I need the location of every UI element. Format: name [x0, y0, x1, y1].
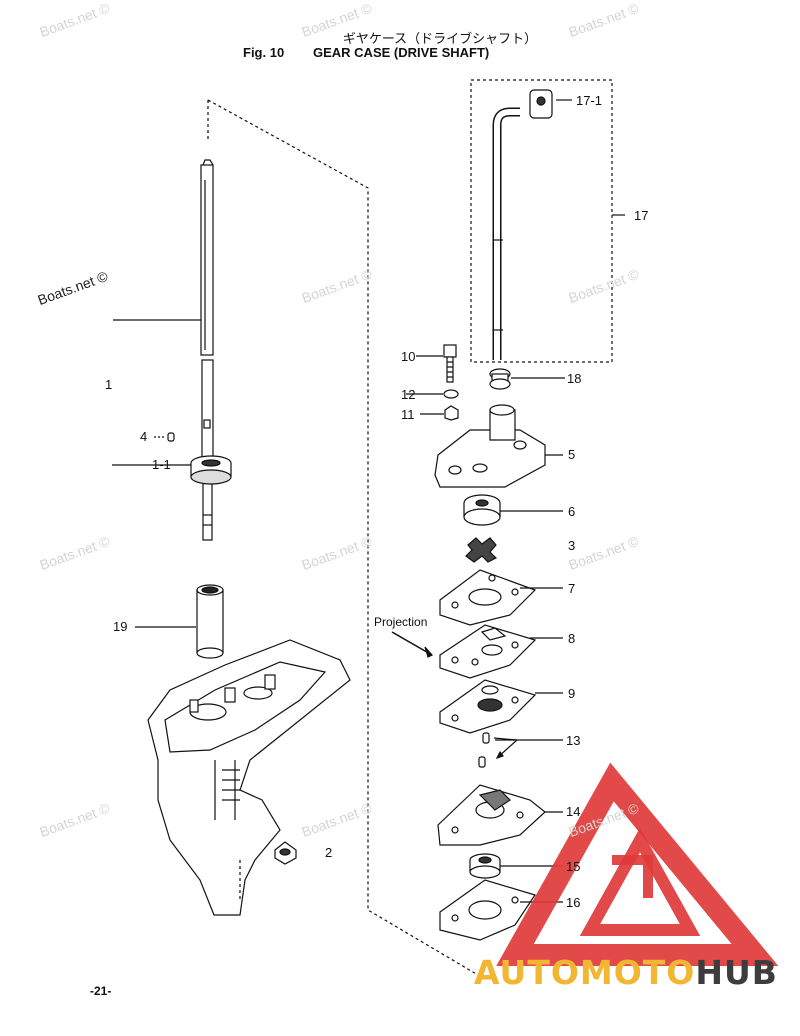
- callout-9: 9: [568, 686, 576, 701]
- gasket-9: [439, 679, 537, 734]
- callout-1-1: 1-1: [152, 457, 171, 472]
- callout-14: 14: [566, 804, 581, 819]
- washer-12: [443, 389, 459, 399]
- logo-text-hub: HUB: [695, 953, 778, 992]
- impeller-3: [465, 537, 498, 563]
- callout-17-1: 17-1: [576, 93, 603, 108]
- callout-19: 19: [113, 619, 128, 634]
- outer-plate-8: [439, 624, 537, 679]
- oil-seal-15: [469, 853, 501, 879]
- callout-15: 15: [566, 859, 581, 874]
- callout-7: 7: [568, 581, 576, 596]
- tube-19: [196, 584, 224, 659]
- grommet-17-1: [529, 89, 553, 119]
- projection-annotation: Projection: [374, 615, 428, 629]
- gasket-7: [439, 569, 537, 626]
- callout-18: 18: [567, 371, 582, 386]
- insert-cartridge-6: [463, 494, 501, 526]
- gear-case-housing: [147, 639, 351, 916]
- callout-13: 13: [566, 733, 581, 748]
- callout-12: 12: [401, 387, 416, 402]
- automotohub-logo-text: AUTOMOTOHUB: [474, 953, 778, 992]
- callout-10: 10: [401, 349, 416, 364]
- bearing-1-1: [190, 455, 232, 485]
- grommet-18: [489, 368, 511, 390]
- drive-shaft: [200, 159, 214, 541]
- water-tube-17: [492, 107, 520, 360]
- page-number: -21-: [90, 984, 112, 998]
- callout-17: 17: [634, 208, 649, 223]
- bolt-10: [443, 344, 457, 383]
- callout-3: 3: [568, 538, 576, 553]
- callout-4: 4: [140, 429, 148, 444]
- figure-number: Fig. 10: [243, 45, 285, 60]
- diagram-title: GEAR CASE (DRIVE SHAFT): [313, 45, 490, 60]
- logo-text-auto: AUTO: [474, 953, 580, 992]
- callout-5: 5: [568, 447, 576, 462]
- nut-11: [444, 405, 459, 421]
- callout-1: 1: [105, 377, 113, 392]
- gasket-16: [439, 879, 536, 941]
- nut-2: [274, 841, 297, 865]
- callout-6: 6: [568, 504, 576, 519]
- title-japanese: ギヤケース（ドライブシャフト）: [342, 32, 538, 47]
- callout-8: 8: [568, 631, 576, 646]
- logo-text-moto: MOTO: [579, 953, 696, 992]
- dowel-pins-13: [478, 732, 490, 768]
- pump-base-14: [437, 784, 546, 846]
- pump-case-5: [434, 404, 546, 488]
- automotohub-logo-mark: [496, 762, 779, 966]
- callout-2: 2: [325, 845, 333, 860]
- callout-11: 11: [401, 407, 415, 422]
- callout-16: 16: [566, 895, 581, 910]
- pin-4: [167, 432, 175, 442]
